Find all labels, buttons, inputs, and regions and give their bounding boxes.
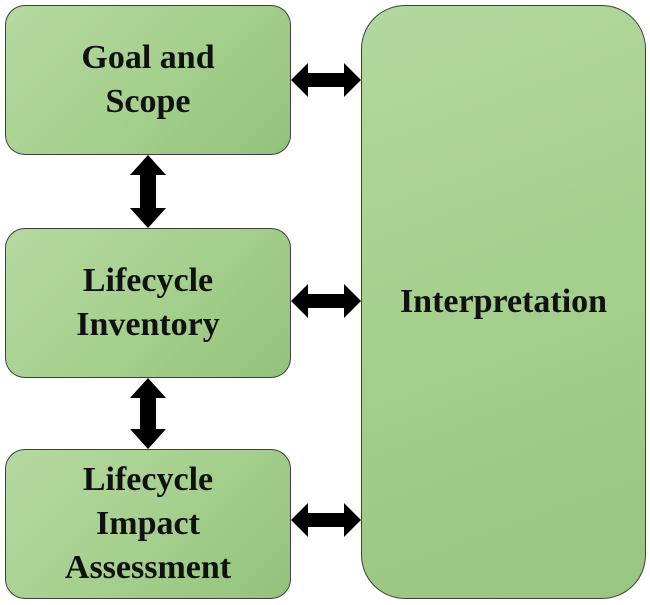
- lifecycle-impact-assessment-line-1: Lifecycle: [82, 460, 214, 498]
- arrow-inventory-interpretation: [291, 284, 361, 318]
- lifecycle-inventory-line-2: Inventory: [76, 306, 220, 343]
- arrow-impact-interpretation: [291, 503, 361, 537]
- arrow-goal-interpretation: [291, 63, 361, 97]
- arrow-goal-inventory: [130, 155, 166, 228]
- lifecycle-impact-assessment-box: Lifecycle Impact Assessment: [5, 449, 291, 599]
- lifecycle-inventory-line-1: Lifecycle: [82, 261, 214, 299]
- lifecycle-impact-assessment-line-2: Impact: [96, 504, 200, 542]
- interpretation-box: Interpretation: [361, 5, 646, 599]
- goal-and-scope-line-1: Goal and: [81, 38, 215, 76]
- arrow-inventory-impact: [130, 378, 166, 449]
- goal-and-scope-line-2: Scope: [105, 83, 191, 120]
- lifecycle-inventory-box: Lifecycle Inventory: [5, 228, 291, 378]
- lifecycle-impact-assessment-line-3: Assessment: [64, 549, 232, 587]
- interpretation-label: Interpretation: [399, 282, 608, 320]
- goal-and-scope-box: Goal and Scope: [5, 5, 291, 155]
